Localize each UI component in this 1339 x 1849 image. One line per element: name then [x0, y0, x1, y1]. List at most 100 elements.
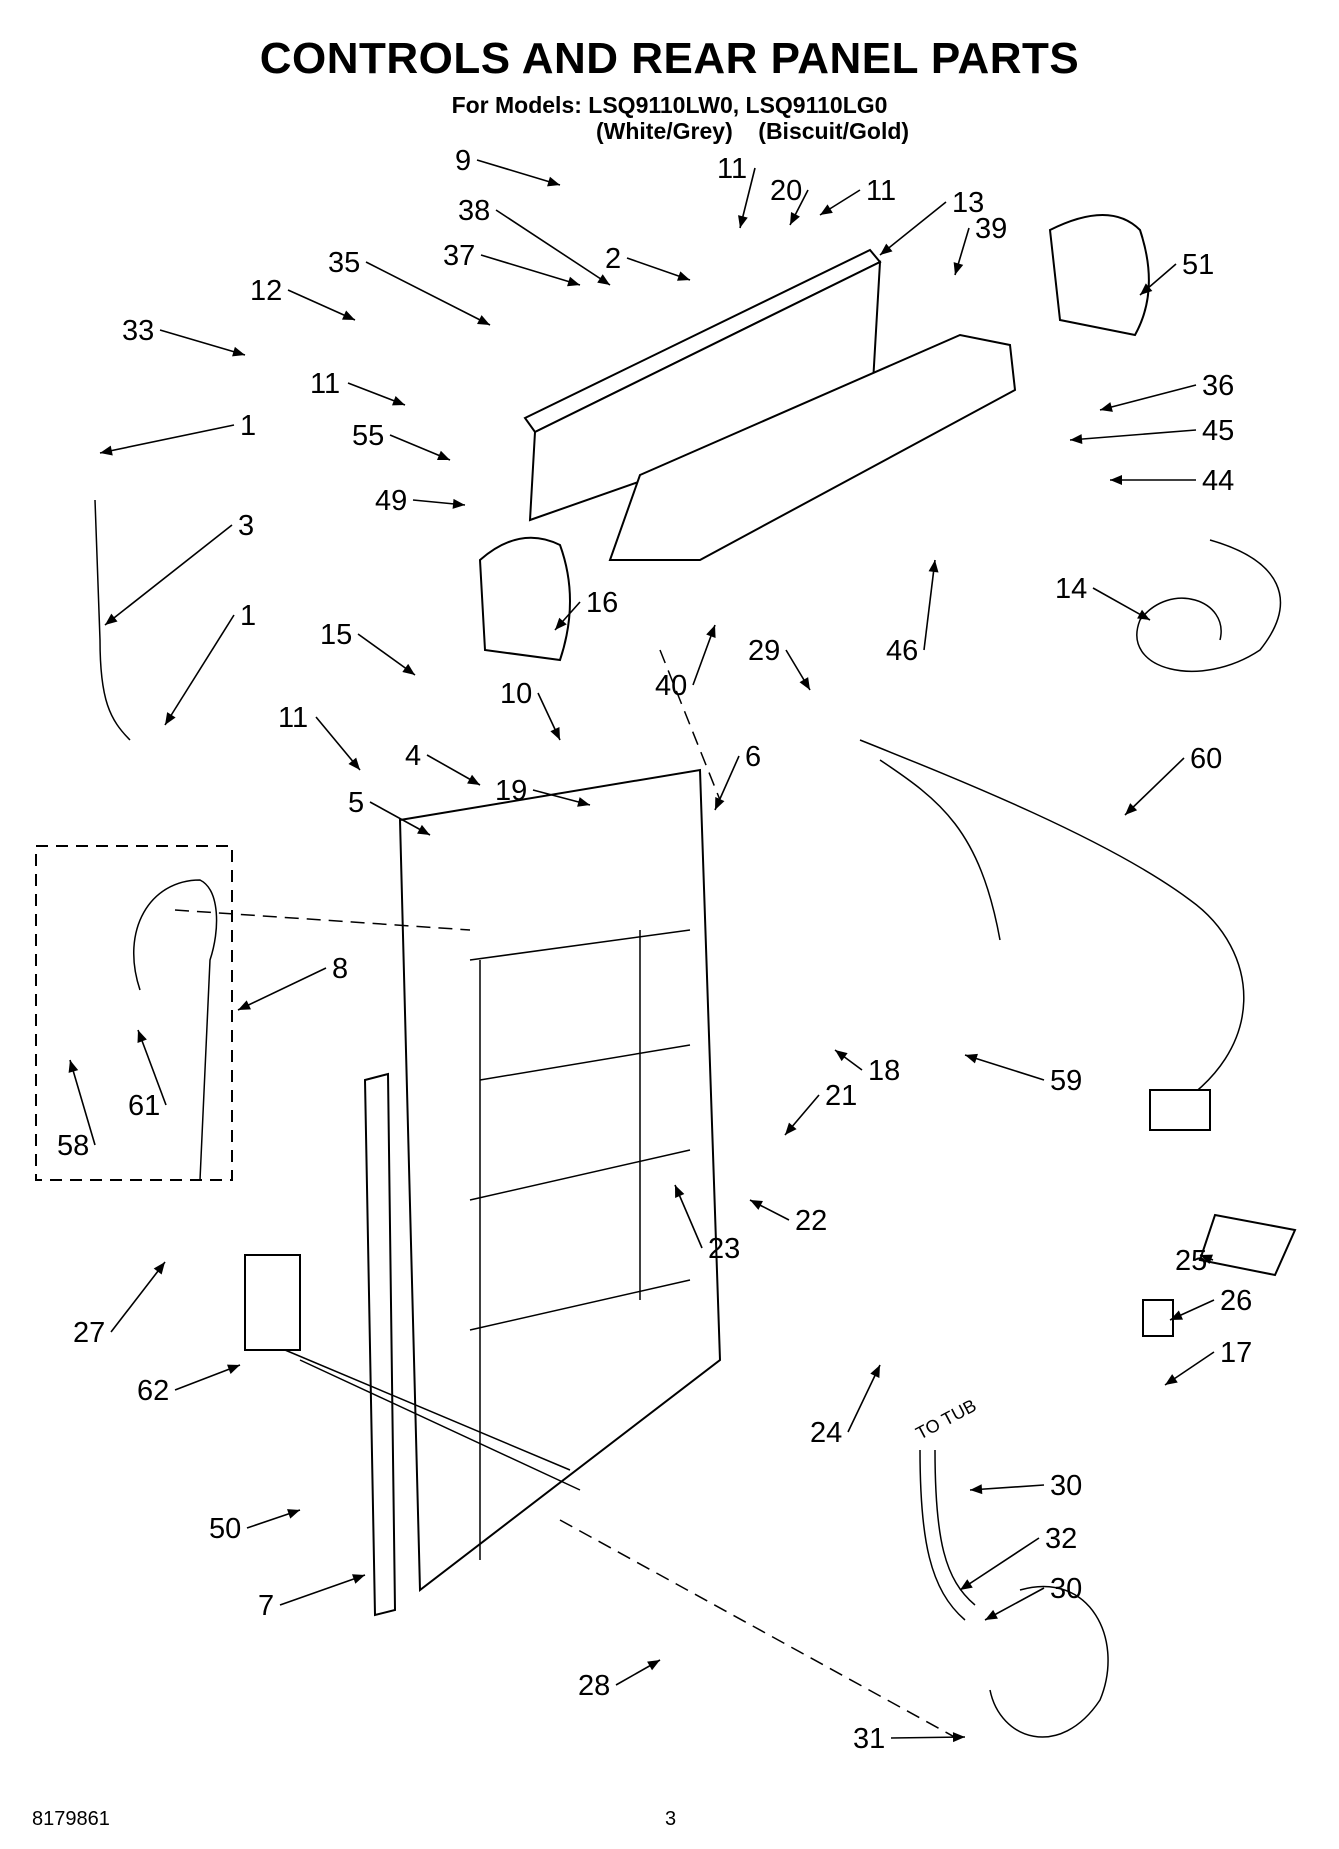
arrowhead-27	[153, 1262, 165, 1275]
arrowhead-3	[105, 613, 118, 625]
callout-10: 10	[500, 678, 532, 710]
arrowhead-36	[1100, 402, 1113, 412]
leader-1	[99, 424, 235, 454]
arrowhead-9	[547, 176, 560, 187]
leader-37	[480, 254, 581, 286]
arrowhead-5	[417, 824, 430, 835]
arrowhead-26	[1170, 1310, 1183, 1320]
line-drawing	[35, 214, 1297, 1741]
arrowhead-32	[960, 1579, 973, 1590]
arrowhead-16	[555, 617, 567, 630]
callout-11: 11	[278, 702, 308, 734]
callout-61: 61	[128, 1090, 160, 1122]
callout-55: 55	[352, 420, 384, 452]
leader-31	[890, 1736, 966, 1739]
arrowhead-10	[550, 727, 560, 740]
color-variants: (White/Grey) (Biscuit/Gold)	[596, 118, 910, 144]
leader-8	[237, 967, 327, 1011]
arrowhead-11	[392, 396, 405, 406]
callout-51: 51	[1182, 249, 1214, 281]
callout-38: 38	[458, 195, 490, 227]
model-numbers: For Models: LSQ9110LW0, LSQ9110LG0	[451, 92, 888, 118]
callout-46: 46	[886, 635, 918, 667]
arrowhead-22	[750, 1200, 763, 1210]
arrowhead-29	[799, 677, 810, 690]
leader-13	[879, 201, 947, 256]
callout-37: 37	[443, 240, 475, 272]
arrowhead-18	[835, 1050, 848, 1062]
callout-40: 40	[655, 670, 687, 702]
leader-58	[69, 1059, 96, 1146]
callout-11: 11	[866, 175, 896, 207]
callout-32: 32	[1045, 1523, 1077, 1555]
callout-12: 12	[250, 275, 282, 307]
to-tub-label: TO TUB	[912, 1395, 979, 1443]
arrowhead-1	[165, 712, 176, 725]
leader-12	[287, 289, 356, 321]
leader-60	[1124, 757, 1185, 816]
callout-15: 15	[320, 619, 352, 651]
callout-39: 39	[975, 213, 1007, 245]
callout-1: 1	[240, 600, 256, 632]
leader-35	[365, 261, 491, 326]
arrowhead-30	[970, 1484, 983, 1495]
callout-59: 59	[1050, 1065, 1082, 1097]
callout-22: 22	[795, 1205, 827, 1237]
arrowhead-50	[287, 1509, 300, 1519]
arrowhead-39	[953, 262, 964, 275]
callout-2: 2	[605, 243, 621, 275]
arrowhead-28	[647, 1660, 660, 1671]
arrowhead-38	[597, 274, 610, 285]
callout-6: 6	[745, 741, 761, 773]
leader-36	[1099, 384, 1197, 411]
leader-3	[104, 524, 233, 626]
leader-24	[847, 1364, 881, 1433]
callout-14: 14	[1055, 573, 1087, 605]
callout-5: 5	[348, 787, 364, 819]
callout-30: 30	[1050, 1470, 1082, 1502]
callout-leaders	[68, 159, 1215, 1743]
arrowhead-30	[985, 1609, 998, 1620]
arrowhead-40	[706, 625, 716, 638]
callout-30: 30	[1050, 1573, 1082, 1605]
callout-25: 25	[1175, 1245, 1207, 1277]
callout-44: 44	[1202, 465, 1234, 497]
callout-35: 35	[328, 247, 360, 279]
arrowhead-44	[1110, 475, 1122, 485]
arrowhead-59	[965, 1053, 978, 1064]
callout-11: 11	[717, 153, 747, 185]
leader-33	[159, 329, 246, 356]
arrowhead-2	[677, 271, 690, 281]
callout-16: 16	[586, 587, 618, 619]
arrowhead-58	[68, 1060, 79, 1073]
arrowhead-61	[137, 1030, 147, 1043]
arrowhead-7	[352, 1574, 365, 1584]
leader-1	[164, 614, 235, 726]
arrowhead-23	[675, 1185, 685, 1198]
arrowhead-21	[785, 1122, 797, 1135]
arrowhead-24	[870, 1365, 880, 1378]
leader-38	[495, 209, 611, 286]
page-title: CONTROLS AND REAR PANEL PARTS	[259, 34, 1080, 83]
callout-17: 17	[1220, 1337, 1252, 1369]
arrowhead-12	[342, 310, 355, 320]
arrowhead-11	[348, 757, 360, 770]
leader-27	[110, 1261, 166, 1333]
callout-28: 28	[578, 1670, 610, 1702]
leader-32	[959, 1537, 1040, 1591]
callout-7: 7	[258, 1590, 274, 1622]
arrowhead-4	[467, 774, 480, 785]
arrowhead-49	[452, 498, 465, 509]
callout-31: 31	[853, 1723, 885, 1755]
arrowhead-11	[738, 215, 748, 228]
callout-49: 49	[375, 485, 407, 517]
leader-61	[137, 1029, 167, 1106]
leader-45	[1069, 429, 1197, 441]
leader-9	[476, 159, 561, 186]
arrowhead-8	[238, 1000, 251, 1010]
callout-45: 45	[1202, 415, 1234, 447]
arrowhead-55	[437, 450, 450, 460]
arrowhead-60	[1125, 803, 1138, 815]
